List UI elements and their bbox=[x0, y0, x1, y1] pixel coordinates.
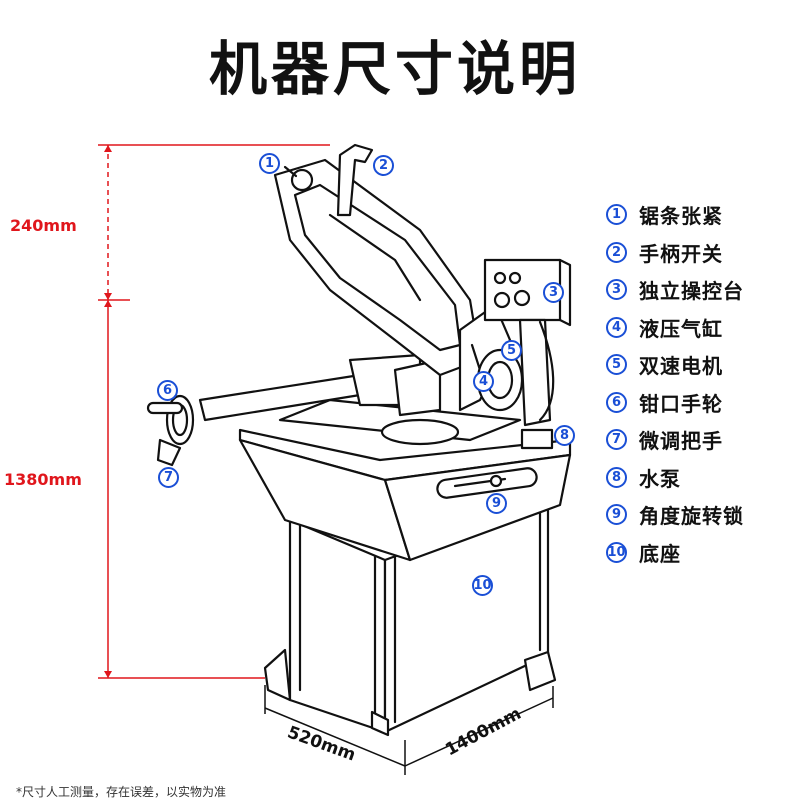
callout-1: 1 bbox=[259, 153, 280, 174]
footnote: *尺寸人工测量，存在误差，以实物为准 bbox=[16, 785, 227, 799]
callout-9: 9 bbox=[486, 493, 507, 514]
legend-label: 微调把手 bbox=[639, 429, 723, 454]
lower-height-label: 1380mm bbox=[4, 470, 82, 489]
legend-item: 7 微调把手 bbox=[606, 421, 744, 459]
callout-2: 2 bbox=[373, 155, 394, 176]
legend-number: 4 bbox=[606, 316, 627, 338]
legend-label: 钳口手轮 bbox=[639, 391, 723, 416]
callout-8: 8 bbox=[554, 425, 575, 446]
legend-label: 底座 bbox=[639, 541, 681, 566]
legend-item: 9 角度旋转锁 bbox=[606, 496, 744, 534]
legend-number: 2 bbox=[606, 241, 627, 263]
legend-item: 1 锯条张紧 bbox=[606, 196, 744, 234]
legend-label: 双速电机 bbox=[639, 354, 723, 379]
legend-label: 液压气缸 bbox=[639, 316, 723, 341]
parts-legend: 1 锯条张紧 2 手柄开关 3 独立操控台 4 液压气缸 5 双速电机 6 钳口手轮 7 微调… bbox=[606, 196, 744, 571]
legend-number: 1 bbox=[606, 204, 627, 226]
handle-switch bbox=[336, 143, 374, 217]
callout-3: 3 bbox=[543, 282, 564, 303]
legend-item: 6 钳口手轮 bbox=[606, 384, 744, 422]
legend-item: 8 水泵 bbox=[606, 459, 744, 497]
callout-6: 6 bbox=[157, 380, 178, 401]
legend-item: 3 独立操控台 bbox=[606, 271, 744, 309]
legend-number: 10 bbox=[606, 541, 627, 563]
legend-item: 4 液压气缸 bbox=[606, 309, 744, 347]
legend-number: 9 bbox=[606, 504, 627, 526]
legend-number: 7 bbox=[606, 429, 627, 451]
legend-item: 10 底座 bbox=[606, 534, 744, 572]
upper-height-label: 240mm bbox=[10, 216, 77, 235]
legend-label: 水泵 bbox=[639, 466, 681, 491]
callout-7: 7 bbox=[158, 467, 179, 488]
callout-4: 4 bbox=[473, 371, 494, 392]
legend-label: 手柄开关 bbox=[639, 241, 723, 266]
legend-number: 5 bbox=[606, 354, 627, 376]
legend-label: 锯条张紧 bbox=[639, 204, 723, 229]
legend-label: 独立操控台 bbox=[639, 279, 744, 304]
legend-label: 角度旋转锁 bbox=[639, 504, 744, 529]
callout-10: 10 bbox=[472, 575, 493, 596]
legend-item: 5 双速电机 bbox=[606, 346, 744, 384]
page-title: 机器尺寸说明 bbox=[208, 35, 581, 103]
callout-5: 5 bbox=[501, 340, 522, 361]
legend-item: 2 手柄开关 bbox=[606, 234, 744, 272]
legend-number: 6 bbox=[606, 391, 627, 413]
legend-number: 3 bbox=[606, 279, 627, 301]
legend-number: 8 bbox=[606, 466, 627, 488]
